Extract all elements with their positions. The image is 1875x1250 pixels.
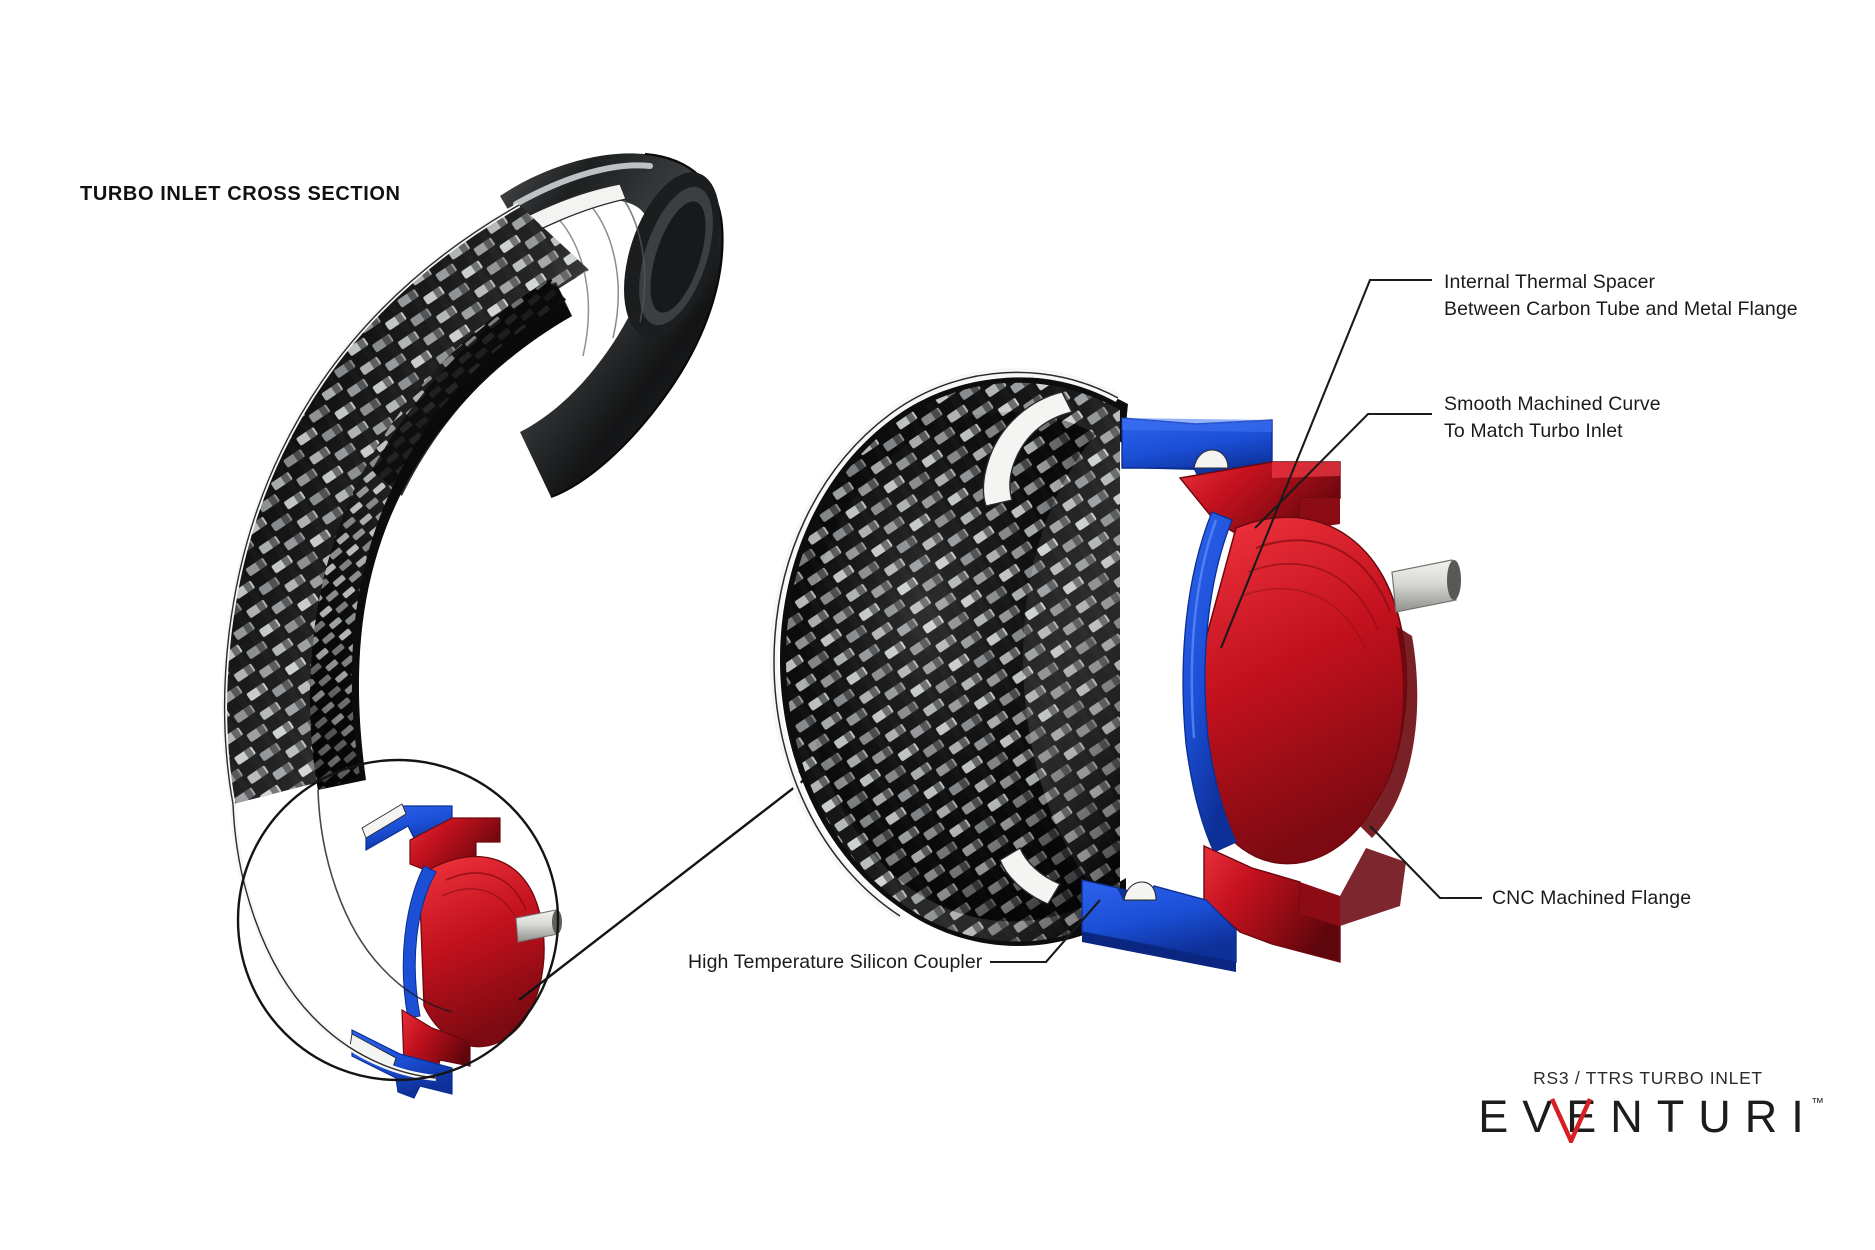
cnc-flange-body: [1199, 516, 1418, 865]
callout-line-2: To Match Turbo Inlet: [1444, 420, 1623, 442]
left-flange-cluster: [349, 803, 562, 1099]
page-title: TURBO INLET CROSS SECTION: [80, 183, 401, 205]
right-view-flange-detail: [769, 367, 1461, 972]
internal-thermal-spacer-part-bottom: [999, 846, 1062, 905]
callout-line-2: Between Carbon Tube and Metal Flange: [1444, 298, 1798, 320]
brand-wordmark: EVENTURI: [1478, 1091, 1818, 1142]
callout-line-1: Internal Thermal Spacer: [1444, 271, 1656, 293]
inlet-mouth-tube: [500, 152, 724, 499]
silicon-coupler-bottom: [1081, 879, 1237, 972]
boost-port-nipple-large: [1391, 559, 1461, 613]
callout-line-1: CNC Machined Flange: [1492, 887, 1692, 909]
leader-curve: [1254, 412, 1432, 529]
eventuri-logo: EVENTURI ™: [1478, 1091, 1824, 1143]
detail-circle-callout: [236, 758, 560, 1082]
leader-spacer: [1220, 278, 1432, 649]
cnc-flange-bottom-step: [1203, 844, 1406, 963]
callout-smooth-machined-curve: Smooth Machined Curve To Match Turbo Inl…: [1444, 391, 1661, 445]
silicon-coupler-top: [1121, 417, 1273, 481]
brand-v-accent-icon: [1549, 1098, 1593, 1143]
leader-cnc-flange: [1369, 825, 1482, 900]
brand-block: RS3 / TTRS TURBO INLET EVENTURI ™: [1478, 1068, 1824, 1143]
callout-high-temperature-silicon-coupler: High Temperature Silicon Coupler: [688, 949, 982, 976]
callout-cnc-machined-flange: CNC Machined Flange: [1492, 885, 1691, 912]
product-name: RS3 / TTRS TURBO INLET: [1533, 1068, 1763, 1088]
callout-internal-thermal-spacer: Internal Thermal Spacer Between Carbon T…: [1444, 269, 1798, 323]
trademark-symbol: ™: [1811, 1095, 1824, 1110]
internal-thermal-spacer-part: [982, 391, 1074, 507]
blue-sealing-ring: [1182, 511, 1237, 853]
leader-coupler: [990, 899, 1101, 964]
callout-line-1: High Temperature Silicon Coupler: [688, 951, 983, 973]
callout-line-1: Smooth Machined Curve: [1444, 393, 1661, 415]
